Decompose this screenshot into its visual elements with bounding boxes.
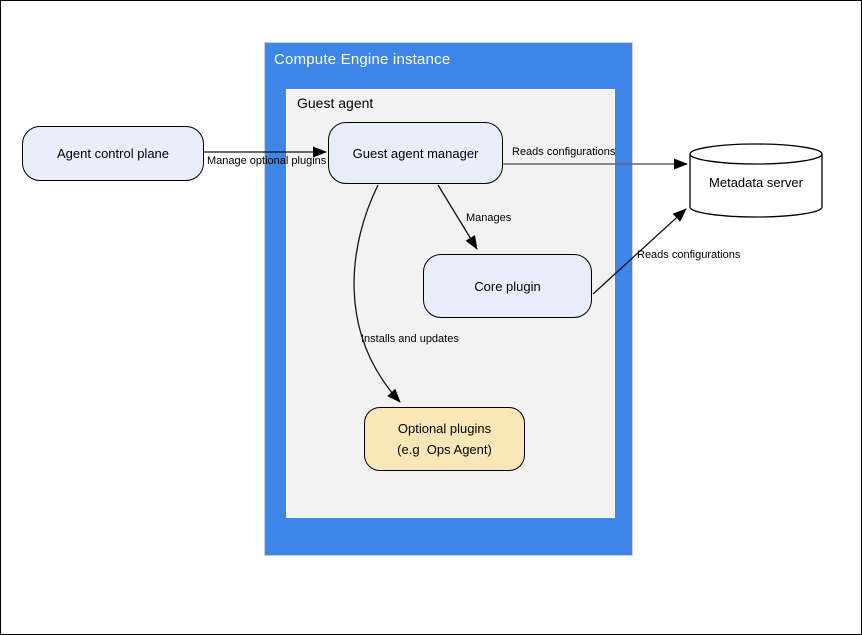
edge-label-reads-configurations-manager: Reads configurations — [512, 146, 616, 158]
node-agent-control-plane-label: Agent control plane — [56, 146, 170, 161]
edge-label-manages: Manages — [466, 212, 512, 224]
node-agent-control-plane: Agent control plane — [22, 126, 204, 181]
metadata-server-cylinder — [689, 143, 823, 218]
guest-agent-title: Guest agent — [297, 95, 374, 111]
node-guest-agent-manager-label: Guest agent manager — [352, 145, 479, 161]
node-optional-plugins-label-line2: (e.g Ops Agent) — [397, 442, 492, 457]
arrow-reads-configurations-core — [592, 208, 687, 295]
metadata-server-label: Metadata server — [709, 174, 803, 190]
node-optional-plugins-label-line1: Optional plugins — [397, 421, 492, 436]
node-guest-agent-manager: Guest agent manager — [328, 122, 503, 184]
edge-label-installs-and-updates: Installs and updates — [361, 333, 459, 345]
edge-label-manage-optional-plugins: Manage optional plugins — [207, 155, 327, 167]
node-optional-plugins: Optional plugins (e.g Ops Agent) — [364, 407, 525, 471]
node-core-plugin: Core plugin — [423, 254, 592, 318]
node-core-plugin-label: Core plugin — [474, 278, 541, 294]
edge-label-reads-configurations-core: Reads configurations — [637, 249, 741, 261]
arrow-manages — [437, 184, 478, 250]
arrow-installs-and-updates — [353, 184, 401, 403]
compute-engine-instance-title: Compute Engine instance — [274, 51, 451, 68]
metadata-server-label-wrap: Metadata server — [690, 147, 822, 217]
